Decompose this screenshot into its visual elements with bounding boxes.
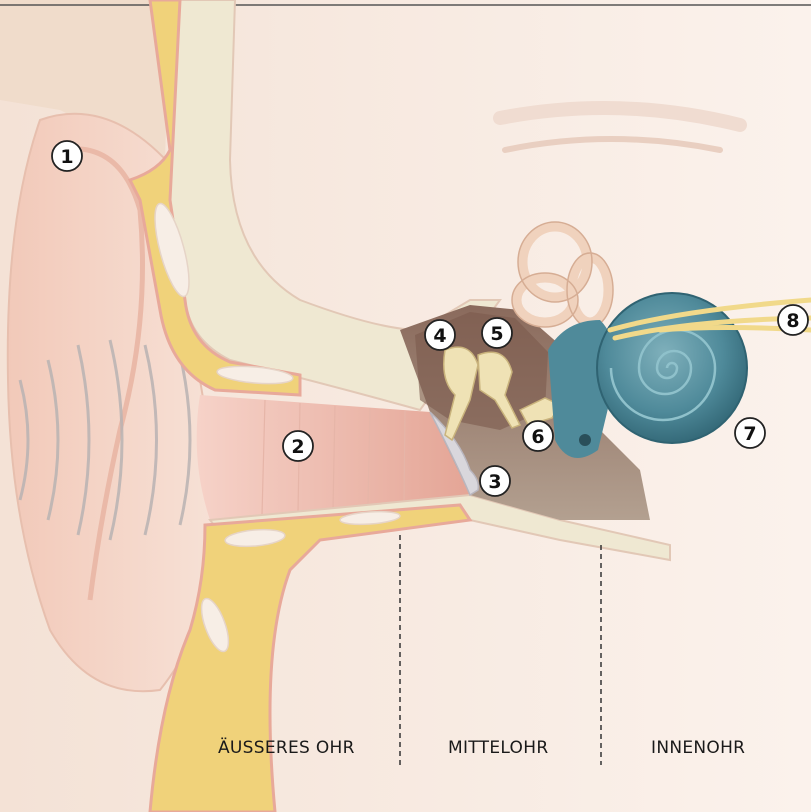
svg-text:5: 5 <box>490 323 503 345</box>
svg-text:1: 1 <box>60 146 73 168</box>
region-label-middle-ear: MITTELOHR <box>448 738 548 758</box>
callout-6: 6 <box>523 421 553 451</box>
callout-2: 2 <box>283 431 313 461</box>
callout-1: 1 <box>52 141 82 171</box>
round-window <box>579 434 591 446</box>
svg-text:7: 7 <box>743 423 756 445</box>
region-label-outer-ear: ÄUSSERES OHR <box>218 738 355 758</box>
callout-5: 5 <box>482 318 512 348</box>
svg-text:4: 4 <box>433 325 446 347</box>
svg-text:2: 2 <box>291 436 304 458</box>
region-label-inner-ear: INNENOHR <box>651 738 745 758</box>
callout-7: 7 <box>735 418 765 448</box>
svg-text:6: 6 <box>531 426 544 448</box>
callout-4: 4 <box>425 320 455 350</box>
callout-8: 8 <box>778 305 808 335</box>
svg-text:3: 3 <box>488 471 501 493</box>
svg-text:8: 8 <box>786 310 799 332</box>
callout-3: 3 <box>480 466 510 496</box>
